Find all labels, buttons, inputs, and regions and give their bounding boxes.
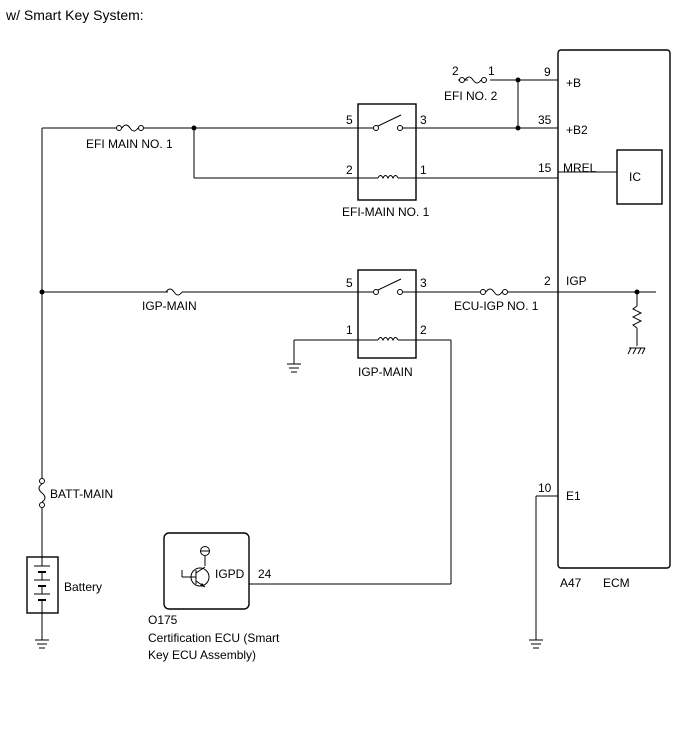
ecm-pin-2: 2 (544, 274, 551, 288)
chassis-ground-icon (627, 347, 646, 355)
relay2-pin-3: 3 (420, 276, 427, 290)
fuse-efi-no2-pin-2: 2 (452, 64, 459, 78)
relay1-pin-1: 1 (420, 163, 427, 177)
transistor-icon (181, 546, 210, 588)
ecm-box (557, 49, 671, 569)
battery-label: Battery (64, 580, 102, 594)
fuse-ecu-igp-no1-symbol (480, 288, 508, 296)
ecm-igp-label: IGP (566, 274, 587, 288)
ecm-connector-label: A47 (560, 576, 582, 590)
relay1-coil-icon (377, 175, 399, 180)
relay1-contact (397, 125, 403, 131)
fuse-igp-main-label: IGP-MAIN (142, 299, 197, 313)
certification-ecu-box (163, 532, 250, 610)
fuse-ecu-igp-no1-label: ECU-IGP NO. 1 (454, 299, 539, 313)
header-title: w/ Smart Key System: (5, 7, 144, 23)
junction (39, 289, 45, 295)
ecm-mrel-label: MREL (563, 161, 597, 175)
ecm-b2-label: +B2 (566, 123, 588, 137)
relay2-pin-2: 2 (420, 323, 427, 337)
relay1-contact (373, 125, 379, 131)
ecm-b-label: +B (566, 76, 581, 90)
cert-igpd-label: IGPD (215, 567, 245, 581)
fuse-igp-main-symbol (165, 288, 183, 296)
ground-icon (35, 639, 49, 649)
relay2-label: IGP-MAIN (358, 365, 413, 379)
resistor-icon (631, 305, 643, 329)
ecm-name-label: ECM (603, 576, 630, 590)
relay2-switch-arm (377, 278, 402, 291)
relay2-contact (373, 289, 379, 295)
relay2-coil-icon (377, 337, 399, 342)
cert-code-label: O175 (148, 613, 178, 627)
cert-pin-24: 24 (258, 567, 272, 581)
ic-label: IC (629, 170, 641, 184)
ground-icon (287, 363, 301, 373)
fuse-efi-no2-pin-1: 1 (488, 64, 495, 78)
relay2-pin-1: 1 (346, 323, 353, 337)
ecm-pin-35: 35 (538, 113, 552, 127)
relay1-pin-2: 2 (346, 163, 353, 177)
relay2-pin-5: 5 (346, 276, 353, 290)
ground-icon (529, 639, 543, 649)
relay1-pin-3: 3 (420, 113, 427, 127)
ecm-e1-label: E1 (566, 489, 581, 503)
fuse-batt-main-symbol (38, 478, 46, 508)
fuse-mask (468, 76, 490, 84)
battery-icon (34, 557, 50, 613)
relay-efi-main-no1 (357, 103, 417, 201)
relay1-pin-5: 5 (346, 113, 353, 127)
ecm-pin-10: 10 (538, 481, 552, 495)
fuse-efi-no2-label: EFI NO. 2 (444, 89, 498, 103)
relay-igp-main (357, 269, 417, 359)
fuse-batt-main-label: BATT-MAIN (50, 487, 113, 501)
cert-name-line2: Key ECU Assembly) (148, 648, 256, 662)
ic-box (616, 149, 663, 205)
fuse-efi-main-no1-symbol (116, 124, 144, 132)
relay2-contact (397, 289, 403, 295)
cert-name-line1: Certification ECU (Smart (148, 631, 280, 645)
ecm-pin-9: 9 (544, 65, 551, 79)
relay1-label: EFI-MAIN NO. 1 (342, 205, 430, 219)
fuse-efi-main-no1-label: EFI MAIN NO. 1 (86, 137, 173, 151)
ecm-pin-15: 15 (538, 161, 552, 175)
junction (515, 77, 521, 83)
relay1-switch-arm (377, 114, 402, 127)
fuse-efi-no2-symbol (459, 76, 487, 84)
